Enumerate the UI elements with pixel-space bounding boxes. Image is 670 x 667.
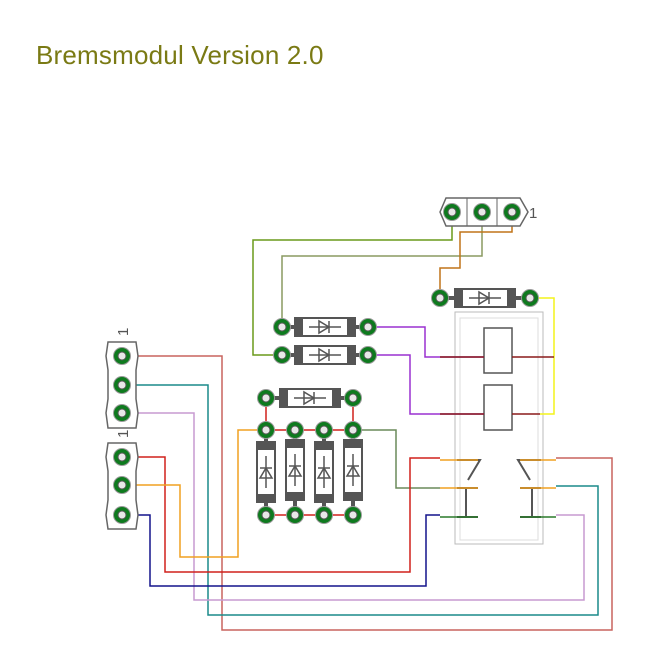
wire-orange [122,429,266,558]
wire-sage [281,212,483,327]
diode-array [256,388,363,524]
wire-red [122,456,440,573]
wire-brown [439,212,513,298]
wire-graygreen [353,429,440,489]
connector-b: 1 [105,430,139,530]
wire-purple-2 [368,354,484,415]
wire-red-array-top [265,398,354,431]
wires [122,212,613,631]
diode-top-right [431,288,539,308]
wire-navy [122,514,440,587]
diode-pair [273,317,377,365]
header-3pin: 1 [439,197,537,227]
wire-purple-1 [368,326,484,358]
diagram-title: Bremsmodul Version 2.0 [36,40,324,70]
relay-module [454,311,544,545]
connector-a: 1 [105,328,139,429]
header-pin1-label: 1 [529,205,537,222]
wire-teal [122,384,599,616]
wire-salmon [122,355,613,631]
wire-lilac [122,412,585,601]
wire-olive [252,212,453,356]
connector-b-pin1-label: 1 [115,430,132,438]
wire-yellow [530,297,555,415]
connector-a-pin1-label: 1 [115,328,132,336]
